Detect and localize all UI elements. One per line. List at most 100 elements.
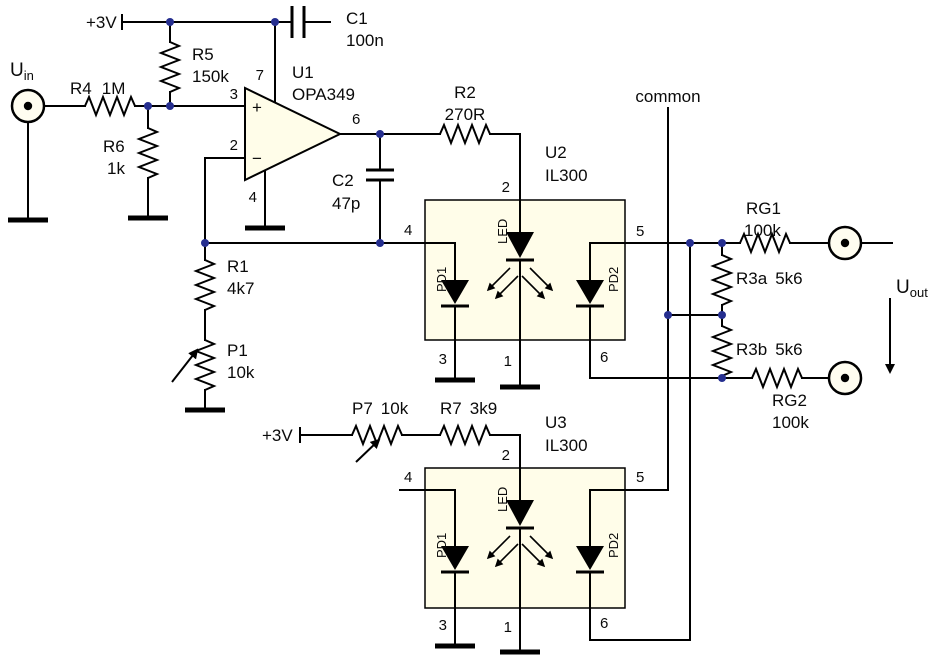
resistor-r3a — [712, 254, 732, 306]
label-rg1-value: 100k — [744, 221, 781, 240]
label-p1-value: 10k — [227, 363, 255, 382]
wire-u3-return — [589, 242, 691, 641]
pin-label-u3-1: 1 — [504, 619, 512, 636]
pin-label-u2-1: 1 — [504, 353, 512, 370]
junction-dots — [144, 18, 726, 382]
u2-photodiode-pd1 — [441, 280, 469, 308]
pin-label-u1-3: 3 — [230, 86, 238, 103]
pin-label-u3-5: 5 — [636, 469, 644, 486]
wire-u3-internal — [399, 467, 626, 651]
label-r1-ref: R1 — [227, 257, 249, 276]
pin-label-u3-3: 3 — [439, 617, 447, 634]
label-rg2-value: 100k — [772, 413, 809, 432]
resistor-rg2 — [751, 368, 803, 388]
label-rg2-ref: RG2 — [772, 391, 807, 410]
u2-led-diode — [506, 232, 534, 262]
label-rg1-ref: RG1 — [746, 199, 781, 218]
wire-supply-top — [121, 14, 331, 107]
u3-photodiode-pd1 — [441, 546, 469, 574]
resistor-r1 — [195, 259, 215, 311]
bnc-output-bottom-connector — [827, 360, 863, 396]
resistor-r5 — [160, 41, 180, 93]
resistor-r3b — [712, 325, 732, 377]
wire-input-section — [27, 105, 246, 219]
label-c2-ref: C2 — [332, 171, 354, 190]
wires — [27, 14, 893, 651]
u3-light-coupling-arrows — [486, 535, 554, 568]
pin-label-u3-6: 6 — [600, 615, 608, 632]
p7-wiper-arrow — [355, 438, 381, 463]
pin-label-u2-5: 5 — [636, 223, 644, 240]
label-r2-value: 270R — [445, 105, 486, 124]
label-r6-value: 1k — [107, 159, 125, 178]
opamp-plus-input-sign: + — [252, 98, 262, 117]
u3-led-diode — [506, 500, 534, 530]
pin-label-u2-3: 3 — [439, 351, 447, 368]
bnc-output-top-connector — [827, 225, 863, 261]
wire-u2-internal — [424, 199, 626, 341]
label-u3-ref: U3 — [545, 413, 567, 432]
resistor-r7 — [439, 425, 491, 445]
u2-light-coupling-arrows — [486, 267, 554, 300]
pin-label-u2-6: 6 — [600, 349, 608, 366]
label-u2-ref: U2 — [545, 143, 567, 162]
label-u3-part: IL300 — [545, 436, 588, 455]
u2-photodiode-pd2 — [576, 280, 604, 308]
wire-common-rail — [624, 107, 669, 491]
label-supply-top: +3V — [86, 13, 117, 32]
opamp-u1: + − — [244, 86, 343, 182]
pin-label-u2-4: 4 — [404, 222, 412, 239]
capacitor-c1 — [290, 6, 306, 38]
capacitor-c2 — [366, 168, 394, 182]
label-c2-value: 47p — [332, 194, 360, 213]
potentiometer-p1-body — [195, 339, 215, 391]
p1-wiper-arrow — [171, 348, 199, 383]
u2-optocoupler-body — [424, 199, 626, 341]
wire-feedback-row — [204, 242, 426, 409]
wire-u3-drive — [299, 427, 521, 469]
label-u3-pd1: PD1 — [434, 533, 449, 558]
ground-symbols — [8, 215, 540, 655]
label-u2-led: LED — [495, 219, 510, 244]
bnc-input-connector — [10, 88, 46, 124]
label-u2-part: IL300 — [545, 166, 588, 185]
label-common: common — [635, 87, 700, 106]
wire-u2-external — [454, 339, 830, 386]
resistor-r4 — [84, 96, 136, 116]
label-r2-ref: R2 — [454, 83, 476, 102]
label-r5-value: 150k — [192, 67, 229, 86]
label-u3-led: LED — [495, 487, 510, 512]
label-r6-ref: R6 — [103, 137, 125, 156]
pin-label-u3-4: 4 — [404, 469, 412, 486]
pin-label-u2-2: 2 — [502, 179, 510, 196]
u3-photodiode-pd2 — [576, 546, 604, 574]
label-p1-ref: P1 — [227, 341, 248, 360]
wire-r3-divider — [667, 242, 723, 379]
label-u1-ref: U1 — [292, 63, 314, 82]
wire-opamp-section — [204, 133, 521, 244]
label-c1-ref: C1 — [346, 9, 368, 28]
resistor-r2 — [439, 124, 491, 144]
label-u2-pd2: PD2 — [606, 267, 621, 292]
pin-label-u1-2: 2 — [230, 137, 238, 154]
label-u2-pd1: PD1 — [434, 267, 449, 292]
opamp-minus-input-sign: − — [252, 149, 262, 168]
pin-label-u1-4: 4 — [249, 189, 257, 206]
label-u1-part: OPA349 — [292, 85, 355, 104]
pin-label-u1-7: 7 — [256, 67, 264, 84]
label-c1-value: 100n — [346, 31, 384, 50]
label-supply-bottom: +3V — [262, 426, 293, 445]
pin-label-u1-6: 6 — [352, 111, 360, 128]
label-u-in: Uin — [10, 60, 34, 83]
label-r1-value: 4k7 — [227, 279, 254, 298]
label-u-out: Uout — [896, 277, 928, 300]
u3-optocoupler-body — [424, 467, 626, 609]
resistor-r6 — [138, 127, 158, 179]
